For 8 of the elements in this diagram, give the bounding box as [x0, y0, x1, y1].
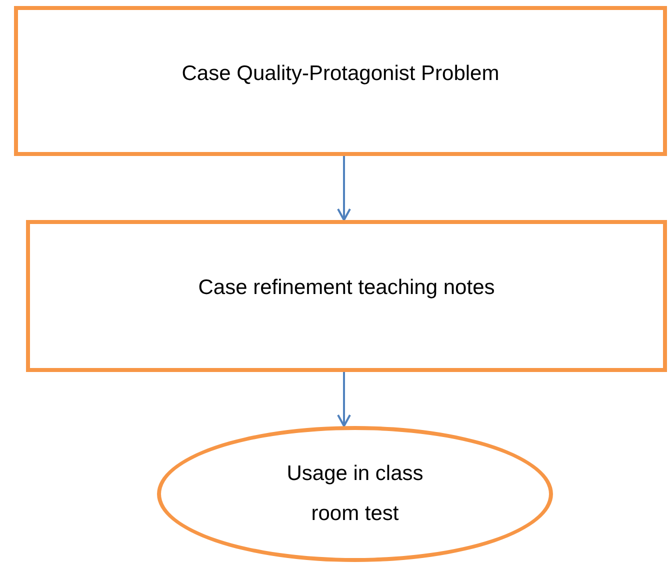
node-label: Case refinement teaching notes	[198, 275, 495, 301]
process-box	[14, 6, 667, 156]
arrow	[337, 156, 351, 221]
terminal-oval	[157, 426, 553, 562]
node-label: Case Quality-Protagonist Problem	[182, 61, 500, 87]
arrow	[337, 372, 351, 427]
process-box	[26, 220, 667, 372]
node-label: Usage in class room test	[286, 461, 424, 527]
